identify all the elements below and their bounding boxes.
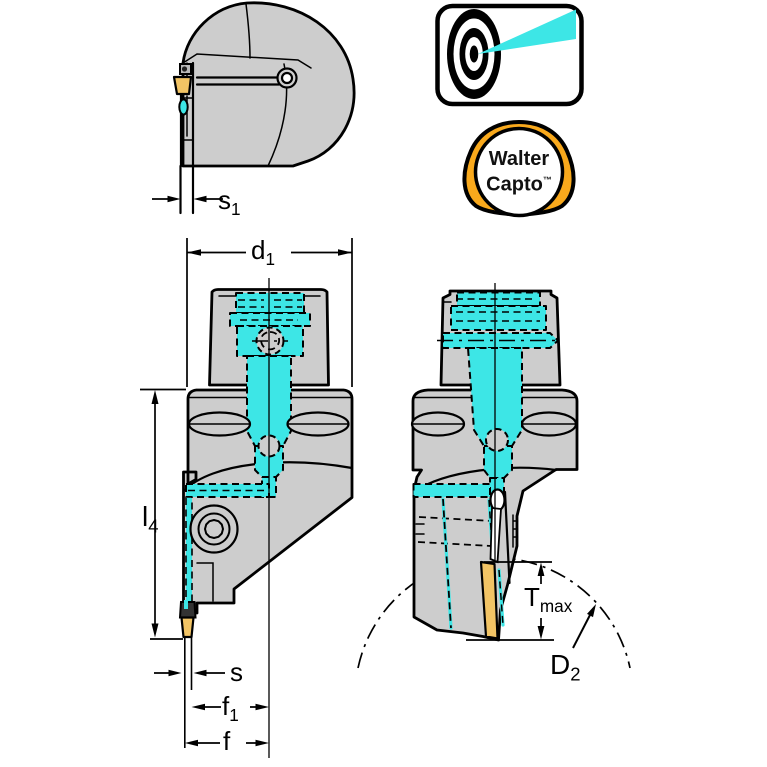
insert-front-view (180, 616, 195, 639)
dimension-s (154, 669, 225, 677)
side-view-drawing (357, 283, 631, 669)
walter-capto-logo-badge (462, 119, 576, 218)
holder-body-front (182, 388, 354, 615)
dimension-tmax (466, 561, 554, 641)
dimension-f1 (191, 703, 269, 711)
front-view-drawing (140, 238, 354, 758)
clamp-tip-front (178, 601, 197, 619)
dim-label-s: s (230, 657, 243, 687)
top-view-drawing (152, 1, 356, 215)
logo-line2: Capto™ (486, 173, 552, 196)
dimension-f (184, 739, 269, 747)
dimension-d1 (186, 238, 353, 387)
torx-screw (189, 504, 239, 554)
insert-top-view (172, 75, 193, 96)
beam-shape (478, 9, 576, 54)
flange-slots-front (187, 411, 350, 437)
dim-label-f1: f1 (222, 691, 239, 726)
coolant-hole (178, 98, 189, 116)
walter-capto-logo-text: Walter Capto™ (469, 149, 569, 196)
logo-line1: Walter (488, 148, 550, 170)
dim-label-d2: D2 (550, 649, 581, 685)
dimension-d2 (572, 604, 596, 649)
trademark-symbol: ™ (542, 175, 552, 185)
dim-label-s1: s1 (218, 185, 241, 220)
insert-side-view (479, 560, 499, 640)
dimension-s1 (152, 195, 223, 203)
dimension-l4 (140, 388, 186, 640)
dim-label-l4: l4 (142, 501, 159, 537)
dim-label-tmax: Tmax (524, 582, 573, 617)
clamp-screw-dot (181, 66, 188, 72)
blade-edges (179, 164, 195, 215)
dim-label-f: f (223, 726, 231, 756)
dim-label-d1: d1 (251, 235, 276, 270)
logo-circle (473, 126, 565, 218)
flange-slots-side (410, 411, 578, 437)
pin-hole (280, 71, 294, 85)
target-icon (435, 3, 584, 107)
